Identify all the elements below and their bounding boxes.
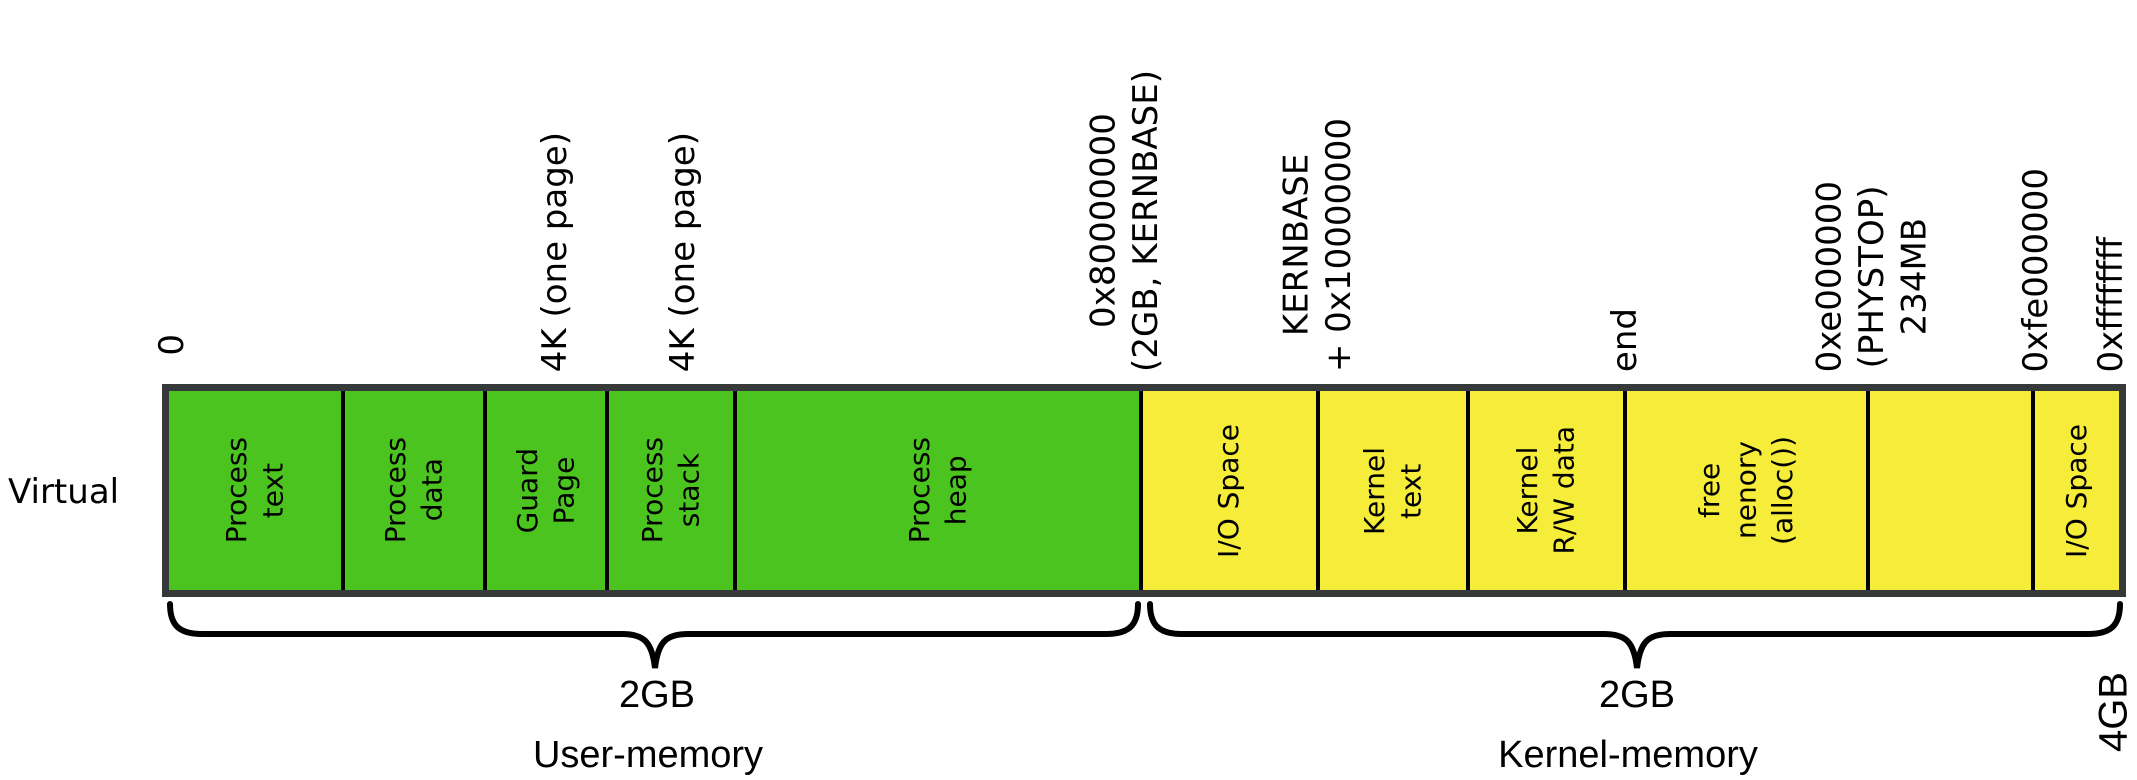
section-unused <box>1870 391 2035 590</box>
right-brace <box>1147 601 2123 669</box>
section-process-data: Process data <box>345 391 487 590</box>
kernel-memory-caption: Kernel-memory <box>1498 734 1758 776</box>
section-process-stack: Process stack <box>609 391 737 590</box>
section-process-text: Process text <box>169 391 345 590</box>
section-io-space-high: I/O Space <box>2035 391 2119 590</box>
section-label: free nenory (alloc()) <box>1692 436 1799 545</box>
user-memory-caption: User-memory <box>532 734 764 776</box>
section-guard-page: Guard Page <box>487 391 609 590</box>
section-io-space-low: I/O Space <box>1143 391 1320 590</box>
kernel-size-label: 2GB <box>1598 674 1676 716</box>
virtual-axis-label: Virtual <box>8 472 120 512</box>
section-label: I/O Space <box>2059 423 2093 558</box>
total-size-label: 4GB <box>2091 671 2136 752</box>
section-label: Process stack <box>635 437 705 544</box>
section-label: Kernel R/W data <box>1511 426 1581 555</box>
left-brace <box>167 601 1141 669</box>
addr-label-devspace: 0xfe000000 <box>2015 167 2056 372</box>
addr-label-guard-4k: 4K (one page) <box>534 131 575 372</box>
section-label: Guard Page <box>510 447 580 534</box>
addr-label-stack-4k: 4K (one page) <box>662 131 703 372</box>
section-label: Kernel text <box>1357 446 1427 535</box>
addr-label-end: end <box>1604 307 1645 372</box>
section-process-heap: Process heap <box>737 391 1143 590</box>
memory-box: Process text Process data Guard Page Pro… <box>162 384 2126 597</box>
section-kernel-text: Kernel text <box>1320 391 1470 590</box>
braces <box>167 601 2123 669</box>
section-free-memory: free nenory (alloc()) <box>1627 391 1870 590</box>
addr-label-top: 0xffffffff <box>2090 236 2131 372</box>
section-kernel-rw-data: Kernel R/W data <box>1470 391 1627 590</box>
user-size-label: 2GB <box>618 674 696 716</box>
section-label: I/O Space <box>1212 423 1246 558</box>
section-label: Process data <box>378 437 448 544</box>
addr-label-phystop: 0xe000000 (PHYSTOP) 234MB <box>1809 180 1935 372</box>
section-label: Process text <box>219 437 289 544</box>
addr-label-kernbase: 0x80000000 (2GB, KERNBASE) <box>1083 70 1167 372</box>
addr-label-zero: 0 <box>151 334 192 356</box>
addr-label-kernbase-plus: KERNBASE + 0x10000000 <box>1276 117 1360 372</box>
section-label: Process heap <box>902 437 972 544</box>
